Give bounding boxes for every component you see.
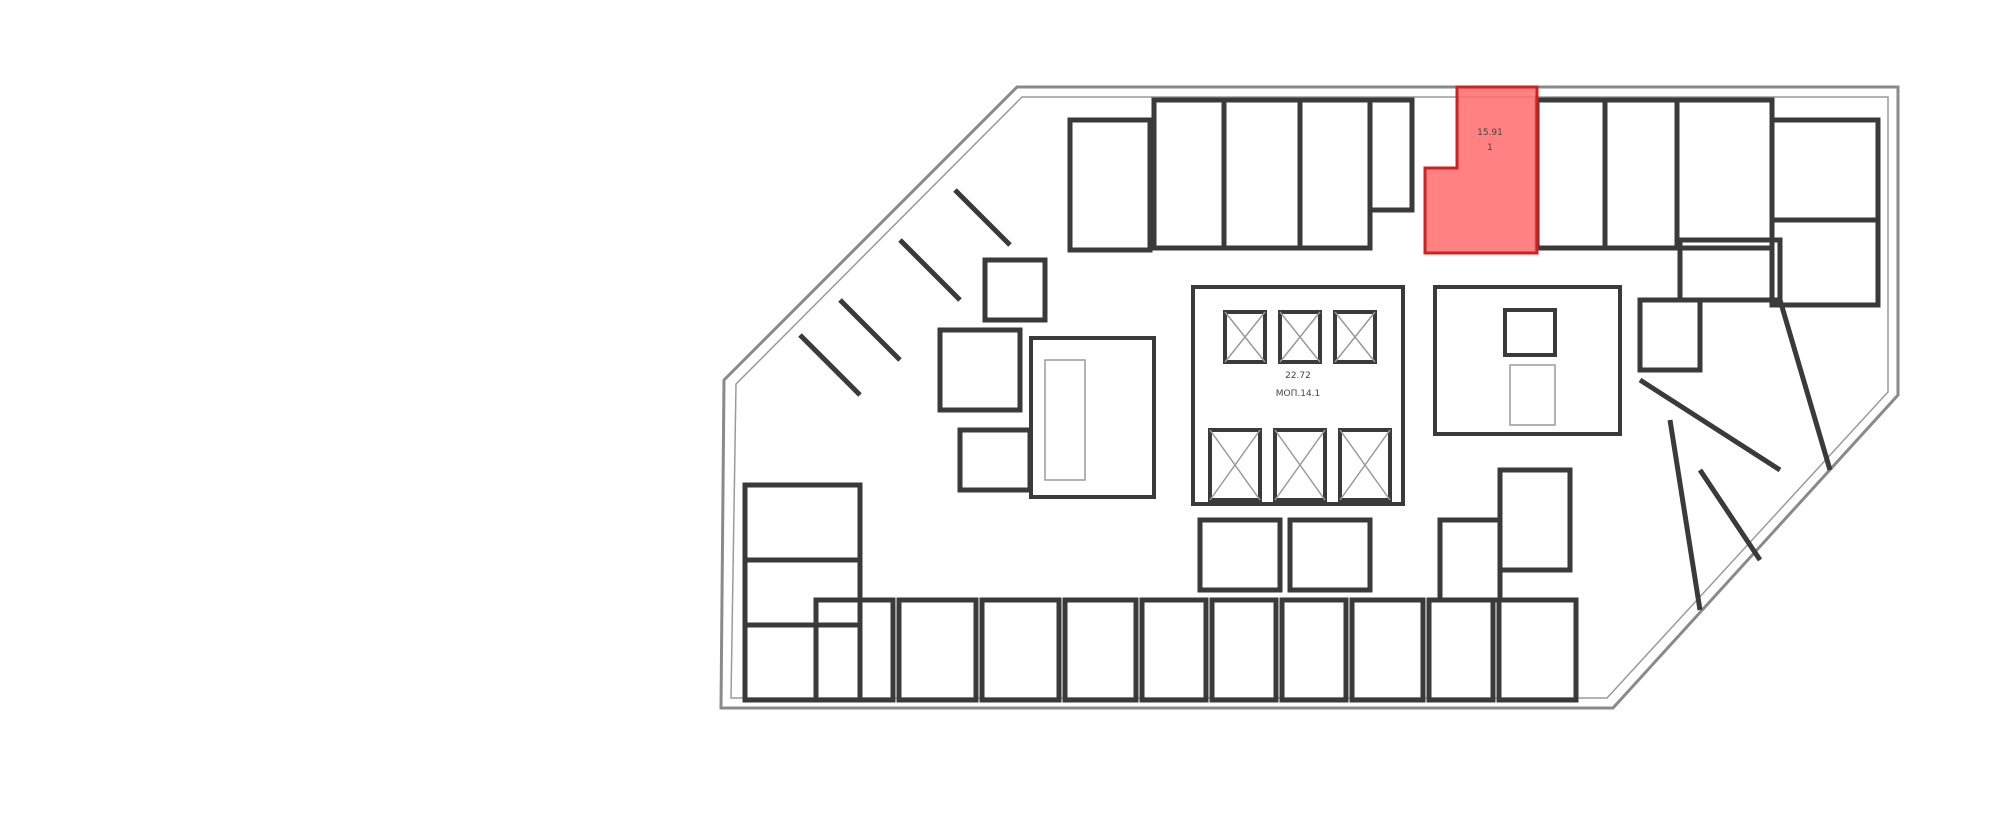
lobby-code: МОП.14.1 [1276, 389, 1321, 399]
unit-room [1496, 597, 1579, 703]
wall [898, 238, 962, 302]
wall [1697, 468, 1763, 562]
unit-room [1067, 117, 1153, 253]
wall [798, 333, 862, 397]
unit-room [937, 327, 1023, 413]
unit-room [1769, 217, 1881, 308]
highlighted-unit-area: 15.91 [1477, 128, 1503, 138]
unit-room [1367, 97, 1415, 213]
unit-room [1197, 517, 1283, 593]
unit-room [1437, 517, 1503, 603]
highlighted-unit-room-no: 1 [1487, 143, 1493, 153]
unit-room [1279, 597, 1349, 703]
lobby-area: 22.72 [1285, 371, 1311, 381]
elevator-cross-mark [1209, 429, 1261, 501]
unit-room [1209, 597, 1279, 703]
unit-walls [742, 97, 1881, 703]
unit-room [1677, 237, 1783, 303]
wall [838, 298, 902, 362]
highlighted-unit[interactable] [1423, 85, 1539, 255]
wall [953, 188, 1012, 247]
elevator-cross-mark [1339, 429, 1391, 501]
unit-room [982, 257, 1048, 323]
elevator-cross-mark [1279, 311, 1321, 363]
facade-inner-line [730, 96, 1889, 699]
elevator-cross-mark [1274, 429, 1326, 501]
unit-room [1139, 597, 1209, 703]
elevator-core: 22.72 МОП.14.1 [1191, 285, 1556, 506]
unit-room [1637, 297, 1703, 373]
wall [1638, 377, 1782, 473]
unit-room [1062, 597, 1139, 703]
unit-room [1287, 517, 1373, 593]
stair-left [1029, 336, 1156, 499]
wall [1777, 299, 1833, 471]
elevator-cross-mark [1224, 311, 1266, 363]
unit-room [1349, 597, 1426, 703]
unit-room [742, 622, 863, 703]
elevator-cross-mark [1334, 311, 1376, 363]
unit-room [979, 597, 1062, 703]
unit-room [896, 597, 979, 703]
wall [1667, 419, 1703, 611]
stair-right [1433, 285, 1622, 436]
